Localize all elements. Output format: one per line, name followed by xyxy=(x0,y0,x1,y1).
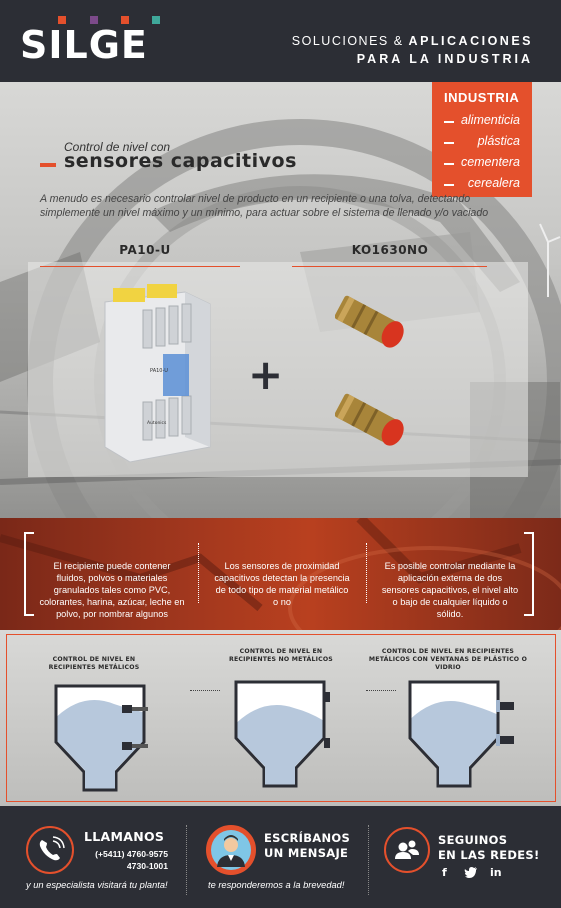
logo-dot-teal xyxy=(152,16,160,24)
call-note: y un especialista visitará tu planta! xyxy=(26,880,168,890)
capacitive-sensor-image xyxy=(335,393,404,446)
logo: SILGE xyxy=(20,23,148,67)
message-title-2: UN MENSAJE xyxy=(264,846,349,860)
industria-item: alimenticia xyxy=(460,113,520,127)
call-title: LLAMANOS xyxy=(84,829,165,844)
tank-metallic-diagram xyxy=(54,684,148,792)
capacitive-sensor-image xyxy=(335,295,404,348)
diagram-title-non-metallic: CONTROL DE NIVEL EN RECIPIENTES NO METÁL… xyxy=(229,648,333,663)
tagline-bold: APLICACIONES xyxy=(408,34,533,48)
logo-dot-purple xyxy=(90,16,98,24)
band-text-1: El recipiente puede contener fluidos, po… xyxy=(39,561,185,619)
product-underline xyxy=(40,266,240,267)
footer-separator xyxy=(186,825,187,895)
column-separator xyxy=(366,543,367,603)
tank-non-metallic-diagram xyxy=(234,680,330,788)
industria-title: INDUSTRIA xyxy=(444,90,520,105)
dotted-connector xyxy=(366,690,396,691)
bracket-right xyxy=(524,532,534,616)
phone-number-1[interactable]: (+5411) 4760-9575 xyxy=(95,849,168,859)
industria-item: plástica xyxy=(477,134,520,148)
info-band xyxy=(0,518,561,630)
page-title: sensores capacitivos xyxy=(64,150,297,172)
intro-text: A menudo es necesario controlar nivel de… xyxy=(40,193,489,219)
industria-box: INDUSTRIA alimenticia plástica cementera… xyxy=(432,82,532,197)
device-brand-text: Autonics xyxy=(147,420,167,426)
product-label-pa10u: PA10-U xyxy=(119,243,171,257)
message-note: te responderemos a la brevedad! xyxy=(208,880,345,890)
logo-dot-red xyxy=(58,16,66,24)
dash-icon xyxy=(444,184,454,186)
logo-dot-red xyxy=(121,16,129,24)
twitter-icon[interactable] xyxy=(464,866,478,878)
footer xyxy=(0,806,561,908)
machinery-overlay xyxy=(0,518,561,630)
diagrams-frame xyxy=(6,634,556,802)
column-separator xyxy=(198,543,199,603)
product-label-ko1630no: KO1630NO xyxy=(351,243,429,257)
phone-number-2[interactable]: 4730-1001 xyxy=(126,861,168,871)
device-model-text: PA10-U xyxy=(150,368,168,374)
linkedin-icon[interactable]: in xyxy=(490,866,502,879)
dotted-connector xyxy=(190,690,220,691)
band-text-2: Los sensores de proximidad capacitivos d… xyxy=(214,561,350,607)
diagram-title-windows: CONTROL DE NIVEL EN RECIPIENTES METÁLICO… xyxy=(368,648,528,671)
bracket-left xyxy=(24,532,34,616)
header xyxy=(0,0,561,82)
diagram-title-metallic: CONTROL DE NIVEL EN RECIPIENTES METÁLICO… xyxy=(48,656,140,671)
social-title-1: SEGUINOS xyxy=(438,833,508,847)
product-underline xyxy=(292,266,487,267)
tagline-line2: PARA LA INDUSTRIA xyxy=(356,52,533,66)
avatar-icon[interactable] xyxy=(206,825,256,875)
message-title-1: ESCRÍBANOS xyxy=(264,831,351,845)
title-dash-icon xyxy=(40,163,56,167)
dash-icon xyxy=(444,142,454,144)
dash-icon xyxy=(444,121,454,123)
facebook-icon[interactable]: f xyxy=(442,866,447,879)
pa10u-amplifier-image: PA10-U Autonics xyxy=(104,284,211,463)
social-title-2: EN LAS REDES! xyxy=(438,848,540,862)
footer-separator xyxy=(368,825,369,895)
plus-icon: + xyxy=(248,350,284,399)
industria-item: cementera xyxy=(460,155,520,169)
page-subtitle: Control de nivel con xyxy=(64,140,171,154)
phone-icon[interactable] xyxy=(26,826,74,874)
tank-window-diagram xyxy=(408,680,514,788)
industria-item: cerealera xyxy=(467,176,520,190)
tagline-line1: SOLUCIONES & APLICACIONES xyxy=(292,34,533,48)
community-icon[interactable] xyxy=(384,827,430,873)
dash-icon xyxy=(444,163,454,165)
band-text-3: Es posible controlar mediante la aplicac… xyxy=(381,561,519,619)
tagline-regular: SOLUCIONES & xyxy=(291,34,409,48)
